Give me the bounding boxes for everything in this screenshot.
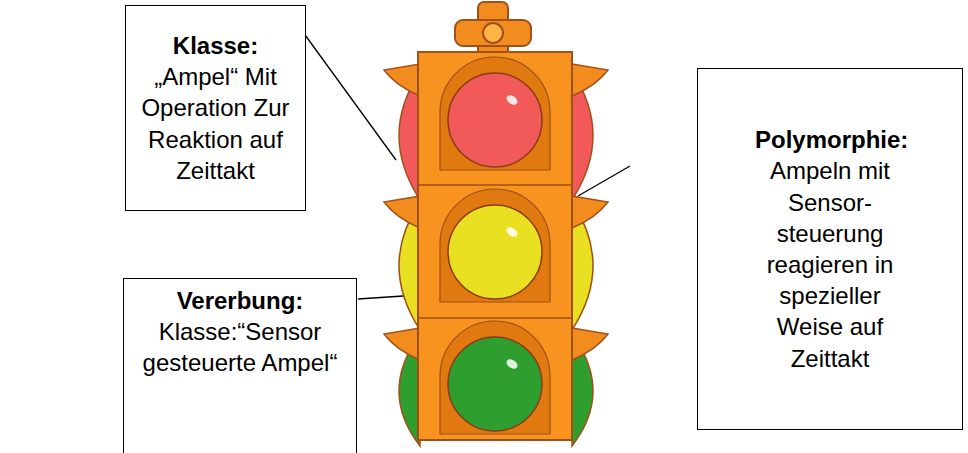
housing-divider: [418, 317, 572, 319]
wing-flap: [384, 64, 420, 96]
lamp-hood: [440, 57, 550, 170]
wing-flap: [572, 64, 608, 96]
wing-flap: [572, 196, 608, 228]
lamp-highlight: [505, 357, 519, 370]
housing-divider: [418, 184, 572, 186]
inheritance-box: Vererbung:Klasse:“Sensor gesteuerte Ampe…: [123, 278, 357, 453]
class-box: Klasse:„Ampel“ Mit Operation Zur Reaktio…: [125, 5, 306, 211]
yellow-lamp: [448, 205, 542, 299]
red-lamp: [448, 73, 542, 167]
cross-bar: [455, 20, 531, 46]
box-body: Klasse:“Sensor gesteuerte Ampel“: [135, 316, 345, 378]
leader-line: [300, 28, 396, 160]
green-lamp: [448, 337, 542, 431]
light-housing: [418, 52, 572, 440]
wing-flap: [572, 328, 608, 360]
top-cross: [455, 2, 531, 56]
box-body: Ampeln mit Sensor- steuerung reagieren i…: [755, 155, 905, 373]
wing-flap: [384, 196, 420, 228]
lamp-hood: [440, 321, 550, 434]
lamp-hood: [440, 189, 550, 302]
box-heading: Polymorphie:: [755, 124, 905, 155]
box-body: „Ampel“ Mit Operation Zur Reaktion auf Z…: [136, 61, 296, 186]
lamp-highlight: [505, 225, 519, 238]
lamp-highlight: [505, 93, 519, 106]
box-heading: Vererbung:: [135, 285, 345, 316]
box-heading: Klasse:: [136, 30, 296, 61]
wing-flap: [384, 328, 420, 360]
cross-lamp: [483, 23, 503, 43]
polymorphism-box: Polymorphie:Ampeln mit Sensor- steuerung…: [697, 68, 963, 430]
